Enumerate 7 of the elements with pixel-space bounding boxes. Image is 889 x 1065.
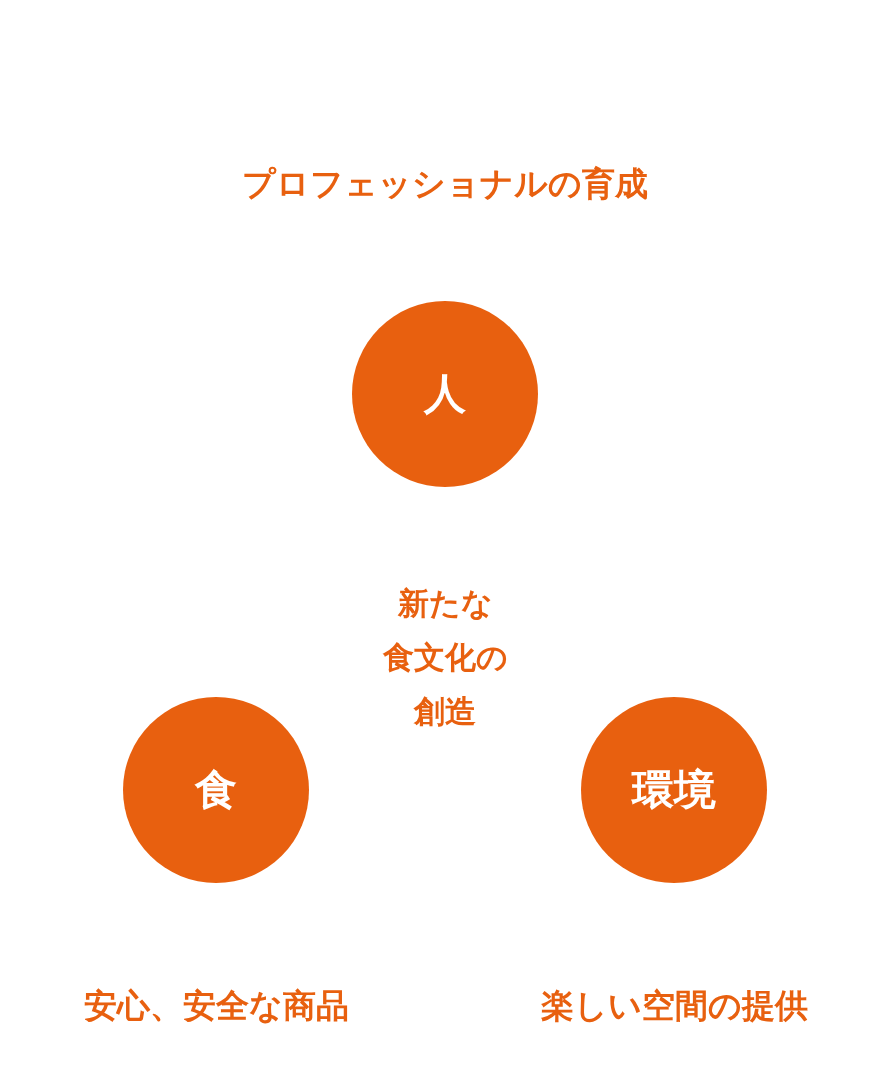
- circle-node: 環境: [581, 697, 767, 883]
- caption-text: 楽しい空間の提供: [540, 985, 808, 1027]
- center-label: 新たな食文化の創造: [382, 584, 508, 731]
- circle-node: 人: [352, 301, 538, 487]
- caption-text: 安心、安全な商品: [83, 985, 349, 1027]
- caption-text: プロフェッショナルの育成: [242, 163, 648, 205]
- circle-node: 食: [123, 697, 309, 883]
